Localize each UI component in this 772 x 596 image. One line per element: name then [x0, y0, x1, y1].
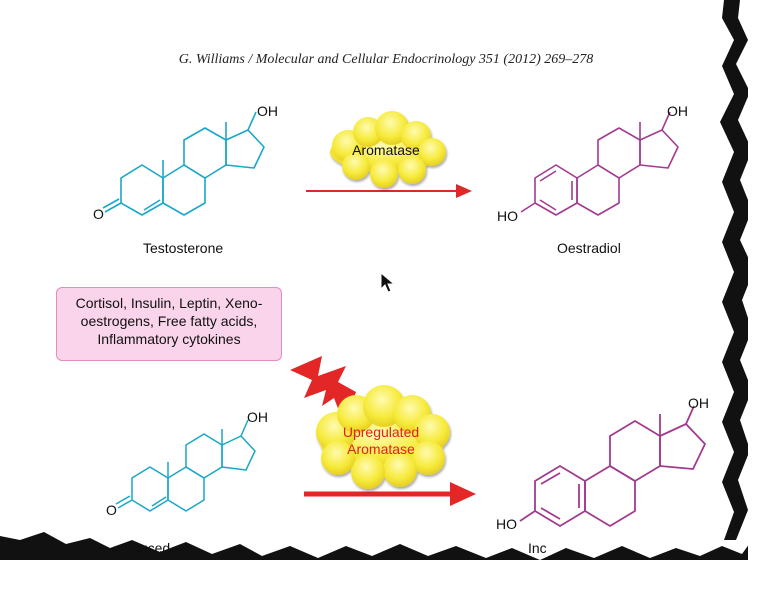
arrow-right-icon [304, 482, 476, 506]
oh-label: OH [667, 103, 688, 119]
reduced-testosterone-label-fragment: duced [132, 540, 171, 556]
oh-label: OH [257, 103, 278, 119]
ketone-o-label: O [106, 502, 117, 518]
oh-label: OH [247, 409, 268, 425]
ketone-o-label: O [93, 206, 104, 222]
upregulated-line1: Upregulated [342, 424, 420, 440]
arrow-right-icon [306, 184, 472, 198]
cloud-icon [330, 111, 446, 188]
testosterone-label: Testosterone [143, 240, 224, 256]
testosterone-structure-bottom [115, 419, 256, 512]
ho-label: HO [497, 208, 518, 224]
mouse-pointer-icon [380, 272, 396, 293]
factors-callout: Cortisol, Insulin, Leptin, Xeno-oestroge… [56, 287, 282, 361]
oestradiol-structure-bottom [519, 405, 706, 527]
oestradiol-label: Oestradiol [557, 240, 621, 256]
cloud-icon [316, 385, 450, 489]
increased-oestradiol-label-fragment: Inc [528, 540, 547, 556]
testosterone-structure-top [102, 111, 265, 216]
aromatase-label: Aromatase [352, 142, 420, 158]
upregulated-label: Upregulated Aromatase [320, 424, 442, 458]
ho-label: HO [496, 516, 517, 532]
oestradiol-structure-top [520, 111, 679, 216]
journal-header: G. Williams / Molecular and Cellular End… [178, 52, 594, 67]
upregulated-line2: Aromatase [347, 441, 415, 457]
oh-label: OH [688, 395, 709, 411]
